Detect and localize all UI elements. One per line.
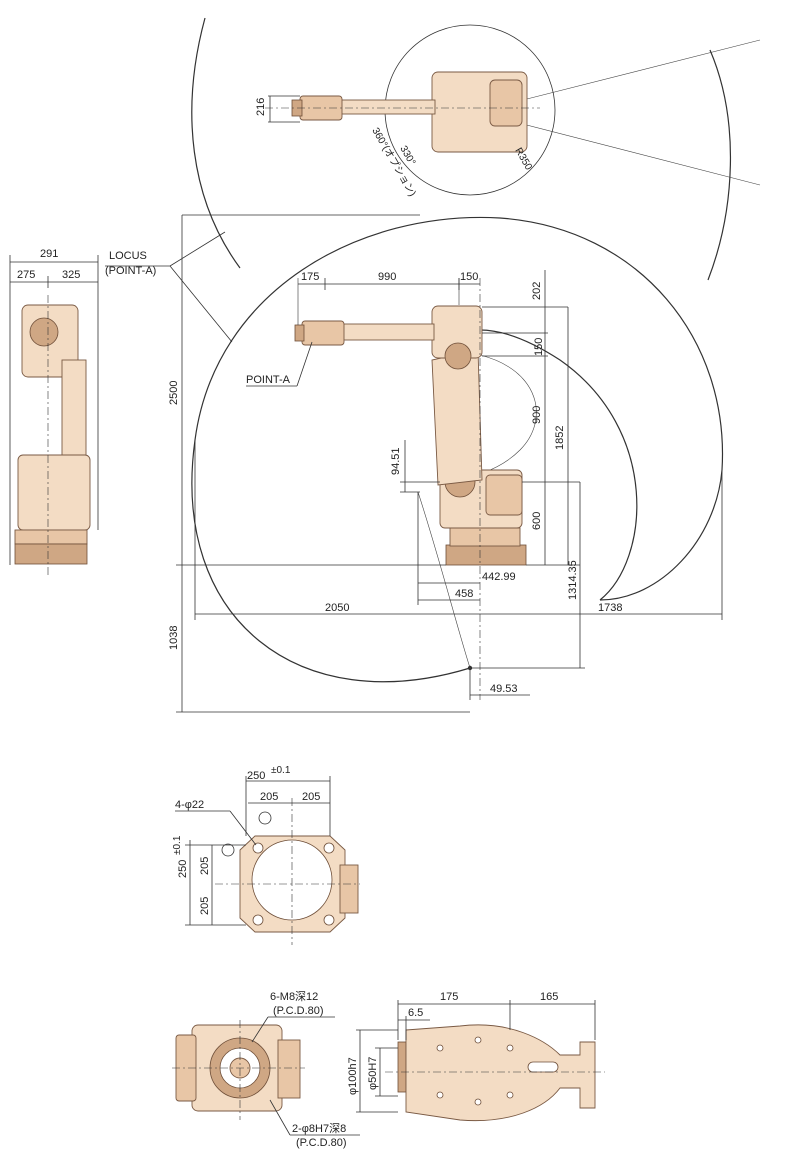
top-dim-216: 216 xyxy=(255,98,267,116)
dim-4953: 49.53 xyxy=(490,683,518,695)
base-hole-1 xyxy=(252,842,264,854)
dim-1038: 1038 xyxy=(168,626,180,650)
dim-150b: 150 xyxy=(533,338,545,356)
base-hole-4 xyxy=(323,914,335,926)
flange-pin-pcd: (P.C.D.80) xyxy=(296,1137,347,1149)
side-base-plate xyxy=(14,529,88,545)
main-base-foot xyxy=(445,544,527,566)
top-r350-label: R350 xyxy=(512,146,534,173)
wrist-dim-65: 6.5 xyxy=(408,1007,423,1019)
dim-2050: 2050 xyxy=(325,602,349,614)
base-ref-mark-left xyxy=(221,843,235,857)
dim-44299: 442.99 xyxy=(482,571,516,583)
base-ref-mark-top xyxy=(258,811,272,825)
wrist-side-view: 175 165 6.5 φ100h7 φ50H7 xyxy=(347,991,605,1122)
locus-leader-2 xyxy=(169,231,226,267)
main-view: LOCUS (POINT-A) 175 990 150 xyxy=(105,214,724,713)
dim-150: 150 xyxy=(460,271,478,283)
base-connector-panel xyxy=(339,864,359,914)
main-j3-joint xyxy=(444,342,472,370)
point-a-leader xyxy=(296,341,313,387)
dim-1738: 1738 xyxy=(598,602,622,614)
base-mounting-view: 250 ±0.1 205 205 250 ±0.1 205 205 4-φ22 xyxy=(172,765,360,945)
dim-9451: 94.51 xyxy=(390,447,402,475)
base-dim-205c: 205 xyxy=(199,857,211,875)
dim-175: 175 xyxy=(301,271,319,283)
flange-pin-leader xyxy=(269,1099,291,1136)
wrist-tail-slot xyxy=(527,1061,559,1073)
base-dim-250v: 250 xyxy=(177,860,189,878)
side-lower-arm xyxy=(61,359,87,471)
dim-2500: 2500 xyxy=(168,381,180,405)
locus-leader xyxy=(169,265,233,343)
locus-lower xyxy=(417,491,471,669)
main-flange xyxy=(294,324,305,342)
flange-thread-label: 6-M8深12 xyxy=(270,990,318,1003)
wrist-body xyxy=(405,1024,596,1122)
side-dim-325: 325 xyxy=(62,269,80,281)
side-dim-275: 275 xyxy=(17,269,35,281)
point-a-lowest xyxy=(467,665,473,671)
flange-front-view: 6-M8深12 (P.C.D.80) 2-φ8H7深8 (P.C.D.80) xyxy=(172,990,360,1149)
top-range-line-1 xyxy=(514,39,761,103)
main-base-plate xyxy=(449,527,521,547)
main-forearm xyxy=(341,323,435,341)
base-dim-250: 250 xyxy=(247,770,265,782)
dim-131435: 1314.35 xyxy=(567,560,579,600)
wrist-bolt-5 xyxy=(506,1044,514,1052)
top-range-line-2 xyxy=(514,121,761,186)
dim-1852: 1852 xyxy=(554,426,566,450)
dim-990: 990 xyxy=(378,271,396,283)
locus-label-2: (POINT-A) xyxy=(105,265,156,277)
side-j3-motor xyxy=(29,317,59,347)
wrist-bolt-2 xyxy=(436,1091,444,1099)
top-view: 216 R350 330° 360°(オプション) xyxy=(191,17,761,281)
side-dim-291: 291 xyxy=(40,248,58,260)
dim-202: 202 xyxy=(531,282,543,300)
flange-side-block xyxy=(277,1039,301,1099)
base-dim-205b: 205 xyxy=(302,791,320,803)
wrist-dim-175: 175 xyxy=(440,991,458,1003)
wrist-dim-50: φ50H7 xyxy=(367,1057,379,1090)
main-lower-arm xyxy=(431,349,483,486)
flange-thread-pcd: (P.C.D.80) xyxy=(273,1005,324,1017)
locus-inner xyxy=(479,329,638,601)
locus-outer xyxy=(191,216,724,683)
wrist-dim-165: 165 xyxy=(540,991,558,1003)
top-locus-arc xyxy=(191,17,241,269)
main-j1-motor xyxy=(485,474,523,516)
base-tol-h: ±0.1 xyxy=(271,765,291,776)
wrist-dim-100: φ100h7 xyxy=(347,1057,359,1095)
base-dim-205d: 205 xyxy=(199,897,211,915)
base-dim-205a: 205 xyxy=(260,791,278,803)
wrist-bolt-3 xyxy=(474,1036,482,1044)
base-holes-label: 4-φ22 xyxy=(175,799,204,811)
top-robot-arm xyxy=(339,99,436,115)
main-wrist xyxy=(301,320,345,346)
dim-458: 458 xyxy=(455,588,473,600)
base-hole-3 xyxy=(252,914,264,926)
top-robot-motor xyxy=(489,79,523,127)
wrist-bolt-6 xyxy=(506,1091,514,1099)
locus-label-1: LOCUS xyxy=(109,250,147,262)
flange-thread-leader xyxy=(251,1016,269,1043)
flange-pin-label: 2-φ8H7深8 xyxy=(292,1122,346,1135)
dim-900: 900 xyxy=(531,406,543,424)
wrist-flange-face xyxy=(397,1041,407,1093)
wrist-bolt-4 xyxy=(474,1098,482,1106)
side-base-body xyxy=(17,454,91,531)
top-locus-arc-right xyxy=(707,49,731,281)
base-tol-v: ±0.1 xyxy=(172,835,183,855)
wrist-bolt-1 xyxy=(436,1044,444,1052)
point-a-label: POINT-A xyxy=(246,374,291,386)
base-hole-2 xyxy=(323,842,335,854)
dim-600: 600 xyxy=(531,512,543,530)
side-base-foot xyxy=(14,543,88,565)
base-holes-leader xyxy=(229,810,257,846)
side-view-left: 291 275 325 xyxy=(9,248,99,575)
